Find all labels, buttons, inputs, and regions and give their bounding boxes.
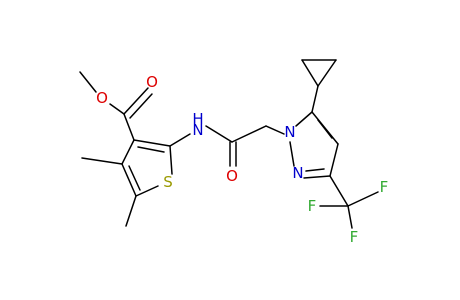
- bond-c5-cyclopropyl: [311, 85, 319, 113]
- bond-methyl-o: [79, 71, 97, 93]
- atom-o-carbonyl: O: [146, 73, 158, 91]
- bond-carbonyl-c-o-double-1: [123, 87, 149, 115]
- bond-c5-methyl: [125, 195, 137, 227]
- bond-ch2-n1: [265, 125, 285, 135]
- bond-ring-c3-c4: [121, 139, 135, 165]
- bond-o-carbonyl-c: [109, 103, 125, 115]
- atom-n2-pyrazole: N: [292, 164, 303, 182]
- bond-ring-c2-c3: [133, 139, 171, 147]
- bond-c2-nh: [169, 133, 191, 147]
- bond-ring-c4-c5: [121, 163, 137, 197]
- bond-cyclopropyl-c: [317, 59, 337, 87]
- atom-o-amide: O: [226, 167, 238, 185]
- bond-cf3-f-bottom: [347, 205, 353, 229]
- bond-cf3-f-top: [347, 191, 379, 207]
- bond-n1-c5: [295, 111, 313, 127]
- bond-lines: [79, 59, 379, 229]
- bond-c3-n2-double: [305, 168, 325, 172]
- bond-c3-cf3: [329, 175, 349, 207]
- bond-nh-carbonyl: [205, 125, 233, 143]
- bond-c3-n2: [303, 175, 331, 179]
- bond-ring-c4-c5-double: [128, 165, 141, 191]
- bond-cyclopropyl-a: [301, 59, 319, 87]
- bond-ring-s-c2: [169, 145, 173, 175]
- atom-labels: O O H N O S N N F F F: [96, 73, 388, 246]
- bond-c5-c4-double: [317, 119, 333, 139]
- bond-carbonyl-ch2: [231, 125, 267, 143]
- bond-n2-n1: [289, 141, 295, 167]
- atom-f-left: F: [308, 197, 317, 215]
- bond-ring-c5-s: [135, 185, 159, 197]
- atom-h-amide: H: [192, 110, 203, 128]
- atom-s-thiophene: S: [163, 173, 173, 191]
- bond-carbonyl-c-ring: [123, 113, 135, 141]
- bond-carbonyl-c-o-double-2: [129, 93, 153, 119]
- atom-f-top: F: [380, 178, 389, 196]
- bond-c4-c3: [329, 143, 339, 177]
- atom-f-bottom: F: [350, 228, 359, 246]
- bond-ring-c2-c3-double: [137, 146, 165, 153]
- atom-n-amide: N: [192, 121, 203, 139]
- bond-c4-methyl: [81, 157, 123, 165]
- atom-o-methoxy: O: [96, 89, 108, 107]
- atom-n1-pyrazole: N: [284, 123, 295, 141]
